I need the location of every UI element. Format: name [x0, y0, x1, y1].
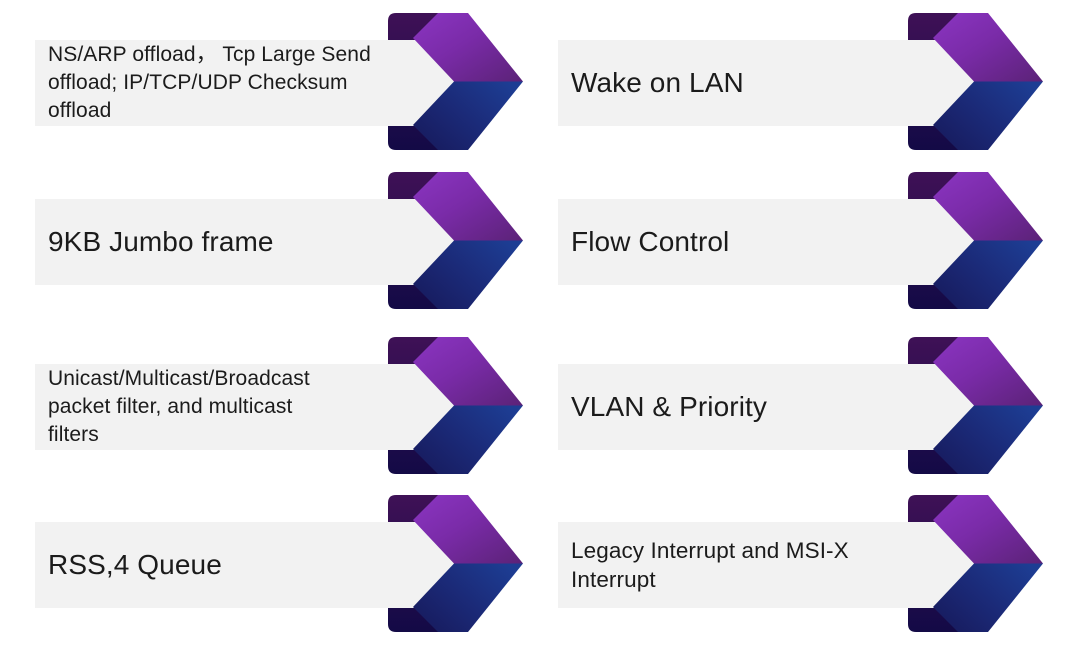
chevron-arrow-icon [908, 495, 1043, 632]
chevron-arrow-icon [388, 172, 523, 309]
feature-flow-control: Flow Control [558, 172, 1048, 309]
feature-wake-on-lan: Wake on LAN [558, 13, 1048, 150]
feature-offload: NS/ARP offload， Tcp Large Send offload; … [35, 13, 525, 150]
feature-label: Flow Control [571, 226, 730, 258]
feature-vlan-priority: VLAN & Priority [558, 337, 1048, 474]
chevron-arrow-icon [908, 337, 1043, 474]
feature-packet-filter: Unicast/Multicast/Broadcast packet filte… [35, 337, 525, 474]
chevron-arrow-icon [388, 337, 523, 474]
feature-label: 9KB Jumbo frame [48, 226, 274, 258]
feature-label-box: NS/ARP offload， Tcp Large Send offload; … [35, 40, 457, 126]
feature-label-box: RSS,4 Queue [35, 522, 457, 608]
chevron-arrow-icon [388, 13, 523, 150]
chevron-arrow-icon [388, 495, 523, 632]
feature-jumbo-frame: 9KB Jumbo frame [35, 172, 525, 309]
feature-interrupt: Legacy Interrupt and MSI-X Interrupt [558, 495, 1048, 632]
feature-label: RSS,4 Queue [48, 549, 222, 581]
chevron-arrow-icon [908, 172, 1043, 309]
feature-rss-queue: RSS,4 Queue [35, 495, 525, 632]
feature-label: NS/ARP offload， Tcp Large Send offload; … [48, 43, 371, 122]
feature-label: Legacy Interrupt and MSI-X Interrupt [571, 537, 849, 592]
chevron-arrow-icon [908, 13, 1043, 150]
feature-label-box: 9KB Jumbo frame [35, 199, 457, 285]
feature-label: Wake on LAN [571, 67, 744, 99]
feature-label: Unicast/Multicast/Broadcast packet filte… [48, 367, 310, 446]
feature-label: VLAN & Priority [571, 391, 767, 423]
feature-label-box: Unicast/Multicast/Broadcast packet filte… [35, 364, 457, 450]
